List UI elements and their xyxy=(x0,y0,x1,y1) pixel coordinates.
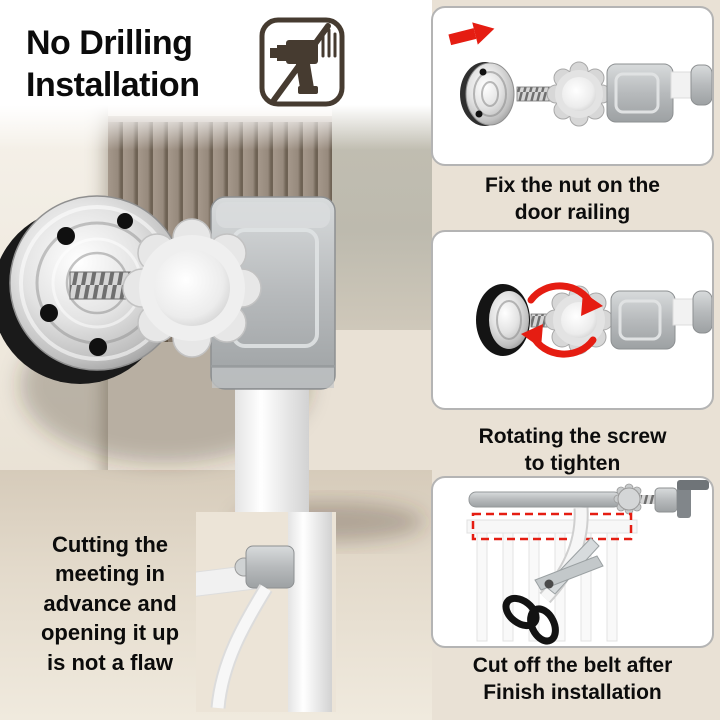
step-caption-3: Cut off the belt after Finish installati… xyxy=(431,653,714,707)
cup-disc xyxy=(476,284,530,356)
note-line: advance and xyxy=(43,590,177,616)
star-knob xyxy=(122,218,262,358)
gate-post xyxy=(235,375,309,530)
step-card-2 xyxy=(431,230,714,410)
bracket xyxy=(245,545,295,589)
rail-end-cap xyxy=(690,64,712,106)
belt-highlight-box xyxy=(471,512,633,541)
tension-bracket xyxy=(610,290,676,350)
note-line: meeting in xyxy=(54,561,165,587)
star-knob xyxy=(546,61,612,127)
rotate-arrows-icon xyxy=(521,282,603,358)
note-text: Cutting the meeting in advance and openi… xyxy=(10,530,210,677)
red-arrow-icon xyxy=(448,22,495,46)
caption-line: Fix the nut on the xyxy=(485,174,660,197)
caption-line: to tighten xyxy=(524,451,621,475)
no-drilling-icon xyxy=(259,17,345,107)
step-1-illustration xyxy=(448,22,712,127)
step-caption-1: Fix the nut on the door railing xyxy=(431,173,714,227)
page-title: No Drilling Installation xyxy=(26,22,200,106)
step-card-1 xyxy=(431,6,714,166)
step-caption-2: Rotating the screw to tighten xyxy=(431,424,714,478)
rail-end-cap xyxy=(692,290,712,334)
cup-disc xyxy=(460,62,515,126)
caption-line: Finish installation xyxy=(483,680,662,704)
caption-line: Rotating the screw xyxy=(478,425,667,448)
gate-frame xyxy=(466,519,638,642)
step-card-3 xyxy=(431,476,714,648)
header-background xyxy=(0,0,432,150)
note-line: opening it up xyxy=(40,620,180,646)
star-knob xyxy=(544,285,614,355)
prohibition-slash xyxy=(271,23,331,103)
belt-photo xyxy=(196,512,336,712)
caption-line: door railing xyxy=(514,200,631,224)
caption-line: Cut off the belt after xyxy=(472,654,673,677)
belt-strap xyxy=(210,584,273,709)
gate-post xyxy=(288,512,332,712)
wall-mount-photo xyxy=(0,195,425,542)
scissors-icon xyxy=(502,537,604,645)
note-line: Cutting the xyxy=(51,532,169,557)
note-line: is not a flaw xyxy=(47,649,173,675)
title-line-1: No Drilling xyxy=(26,24,193,62)
tension-bracket xyxy=(606,63,674,123)
tension-rod xyxy=(468,480,709,518)
step-2-illustration xyxy=(476,282,712,358)
title-line-2: Installation xyxy=(26,66,200,105)
step-3-illustration xyxy=(466,480,709,645)
